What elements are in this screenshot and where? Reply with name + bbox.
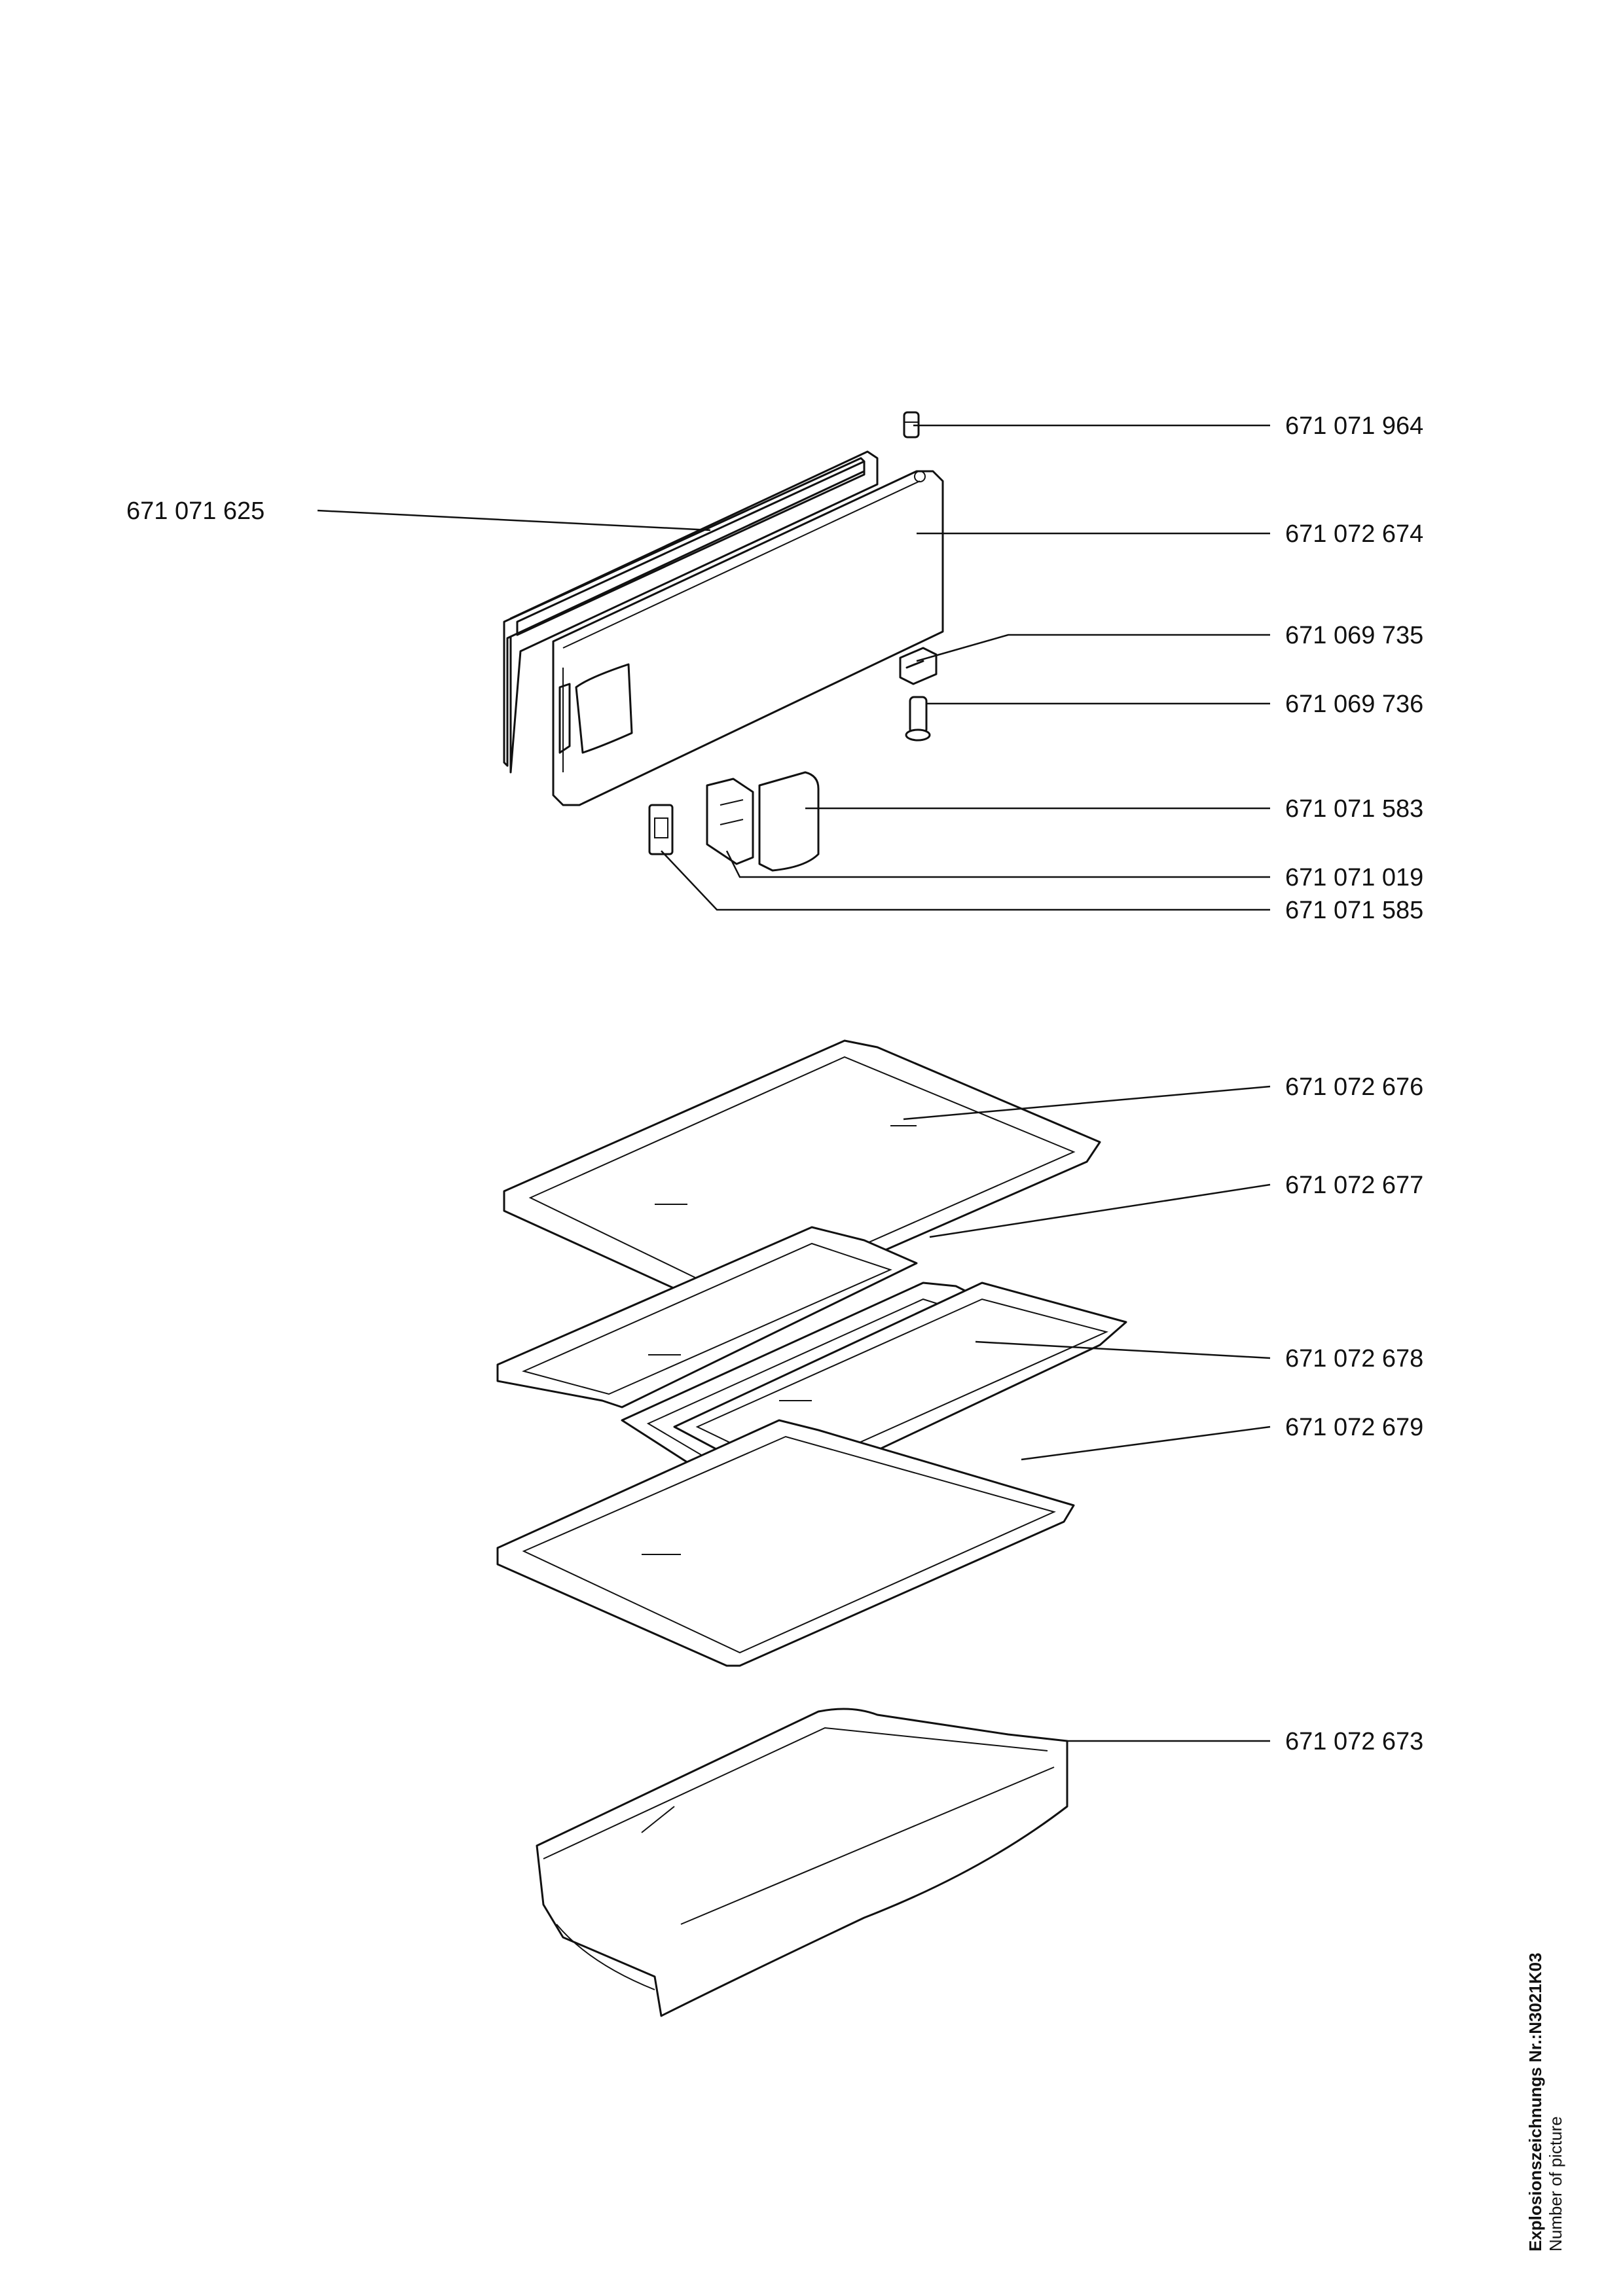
part-label-671071625: 671 071 625 bbox=[126, 497, 265, 525]
part-label-671072679: 671 072 679 bbox=[1285, 1414, 1424, 1441]
part-label-671071585: 671 071 585 bbox=[1285, 897, 1424, 924]
part-label-671069735: 671 069 735 bbox=[1285, 622, 1424, 649]
hinge-pin bbox=[905, 696, 931, 742]
part-label-671071019: 671 071 019 bbox=[1285, 864, 1424, 891]
door-panel-front bbox=[552, 470, 944, 806]
picture-number-caption: Explosionszeichnungs Nr.:N3021K03 Number… bbox=[1525, 1859, 1566, 2251]
part-label-671071964: 671 071 964 bbox=[1285, 412, 1424, 440]
shelf-bottom bbox=[496, 1419, 1075, 1667]
crisper-drawer bbox=[536, 1708, 1068, 2017]
door-panel-rear bbox=[503, 450, 879, 774]
part-label-671071583: 671 071 583 bbox=[1285, 795, 1424, 823]
part-label-671072677: 671 072 677 bbox=[1285, 1172, 1424, 1199]
caption-title: Explosionszeichnungs Nr.:N3021K03 bbox=[1525, 1952, 1545, 2251]
part-label-671072678: 671 072 678 bbox=[1285, 1345, 1424, 1372]
caption-subtitle: Number of picture bbox=[1546, 2116, 1566, 2251]
shelf-middle-left bbox=[496, 1226, 918, 1408]
hinge-bracket bbox=[899, 647, 938, 685]
part-label-671072673: 671 072 673 bbox=[1285, 1728, 1424, 1755]
catch bbox=[648, 804, 674, 855]
part-label-671069736: 671 069 736 bbox=[1285, 691, 1424, 718]
shelf-top bbox=[503, 1039, 1101, 1314]
handle-cover bbox=[758, 771, 820, 872]
part-label-671072676: 671 072 676 bbox=[1285, 1073, 1424, 1101]
leader-lines bbox=[317, 424, 1271, 1742]
part-label-671072674: 671 072 674 bbox=[1285, 520, 1424, 548]
latch bbox=[706, 778, 754, 865]
